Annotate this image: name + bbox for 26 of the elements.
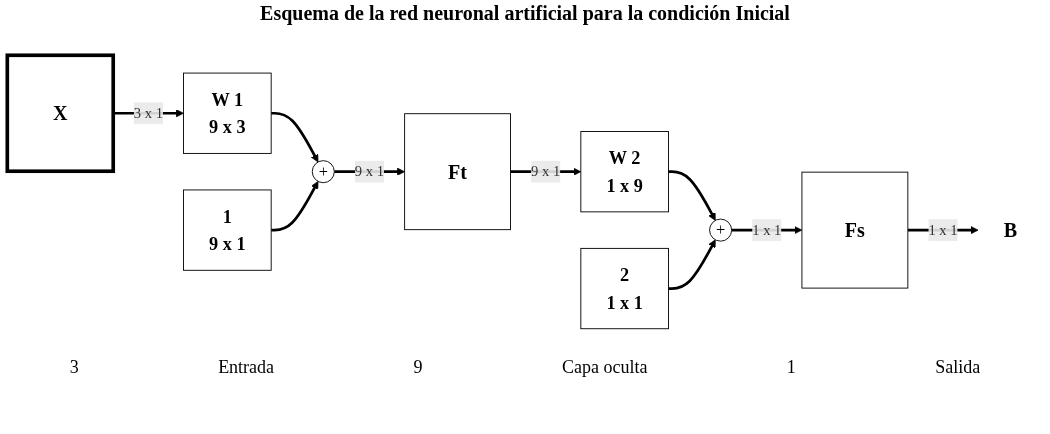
layer-label: 1 — [786, 357, 796, 378]
arrow — [271, 181, 319, 232]
node-box: Ft — [404, 113, 511, 231]
edge-label: 3 x 1 — [133, 105, 163, 121]
node-box: W 1 9 x 3 — [183, 72, 272, 154]
edge-label: 1 x 1 — [752, 221, 782, 238]
node-box: X — [5, 53, 116, 174]
node-box: 1 9 x 1 — [183, 189, 272, 271]
edge-label: 1 x 1 — [928, 221, 958, 238]
edge-label: 9 x 1 — [531, 163, 561, 179]
arrow — [668, 170, 716, 221]
layer-label: Salida — [935, 357, 981, 378]
layer-label: 3 — [69, 357, 79, 378]
edge-label: 9 x 1 — [354, 163, 385, 179]
node-box: W 2 1 x 9 — [580, 131, 669, 213]
layer-label: Entrada — [218, 357, 275, 378]
node-circle: + — [311, 160, 335, 184]
diagram-title: Esquema de la red neuronal artificial para la condición Inicial — [259, 2, 791, 25]
arrow — [271, 111, 319, 163]
node-box: Fs — [801, 171, 909, 289]
arrow — [668, 239, 716, 290]
node-text: B — [1003, 218, 1018, 242]
node-circle: + — [709, 218, 733, 242]
layer-label: Capa oculta — [561, 357, 648, 378]
layer-label: 9 — [413, 357, 423, 378]
node-box: 2 1 x 1 — [580, 247, 669, 330]
